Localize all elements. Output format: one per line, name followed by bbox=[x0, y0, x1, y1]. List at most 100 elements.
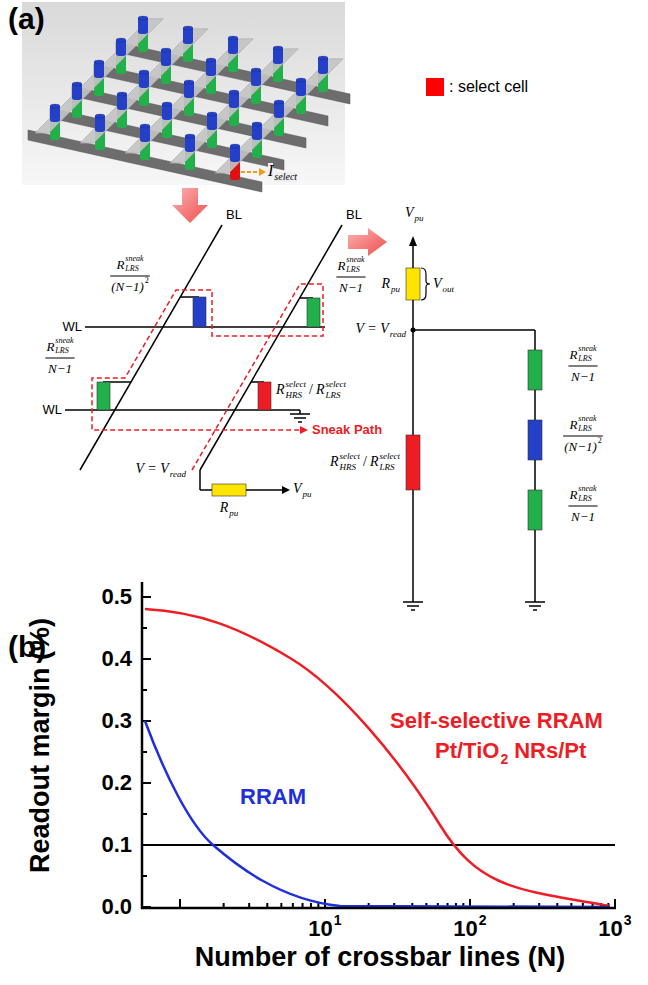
symbol: N−1 bbox=[339, 281, 363, 294]
green-cell bbox=[528, 350, 542, 390]
top-cell bbox=[274, 114, 284, 118]
symbol: R bbox=[316, 383, 325, 397]
arrow-head bbox=[282, 486, 290, 494]
illustration-background bbox=[22, 2, 345, 185]
bottom-cell bbox=[139, 102, 149, 106]
top-cell bbox=[273, 60, 283, 64]
tick-label: 0.4 bbox=[101, 648, 132, 670]
legend-swatch bbox=[426, 78, 444, 96]
top-cell bbox=[140, 138, 150, 142]
symbol: R bbox=[330, 455, 339, 469]
superscript: 1 bbox=[334, 913, 342, 927]
symbol: R bbox=[337, 259, 345, 272]
bottom-cell bbox=[95, 146, 105, 150]
subscript: LRS bbox=[55, 347, 68, 355]
subscript: pu bbox=[391, 285, 400, 294]
bottom-cell bbox=[94, 92, 104, 96]
symbol: R bbox=[276, 383, 285, 397]
line-name: BL bbox=[226, 208, 242, 221]
symbol: V bbox=[405, 206, 414, 220]
top-cell bbox=[139, 84, 149, 88]
ground-symbol bbox=[403, 601, 423, 603]
tick-label: 10 bbox=[308, 918, 332, 940]
top-cell bbox=[94, 60, 104, 64]
top-cell bbox=[274, 100, 284, 104]
symbol: V = V bbox=[356, 322, 389, 336]
symbol: R bbox=[370, 455, 379, 469]
top-cell bbox=[162, 116, 172, 120]
superscript: sneak bbox=[578, 415, 596, 423]
bottom-cell bbox=[296, 110, 306, 114]
ground-symbol bbox=[290, 413, 310, 415]
symbol: I bbox=[268, 163, 273, 179]
subscript: pu bbox=[415, 214, 424, 223]
top-cell bbox=[207, 112, 217, 116]
top-cell bbox=[162, 102, 172, 106]
top-cell bbox=[229, 104, 239, 108]
top-cell bbox=[117, 106, 127, 110]
superscript: select bbox=[286, 380, 307, 389]
symbol: N−1 bbox=[571, 510, 595, 523]
superscript: sneak bbox=[55, 337, 73, 345]
superscript: 3 bbox=[624, 913, 632, 927]
top-cell bbox=[184, 80, 194, 84]
bottom-cell bbox=[273, 78, 283, 82]
symbol: V bbox=[293, 482, 302, 496]
symbol: R bbox=[381, 277, 390, 291]
bottom-cell bbox=[185, 166, 195, 170]
symbol: R bbox=[569, 488, 577, 501]
ground-symbol bbox=[533, 609, 537, 611]
bit-line bbox=[80, 225, 222, 470]
x-axis bbox=[141, 907, 616, 910]
fraction-bar bbox=[563, 436, 603, 437]
top-cell bbox=[207, 126, 217, 130]
top-cell bbox=[185, 148, 195, 152]
tick-label: 0.3 bbox=[101, 710, 132, 732]
bottom-cell bbox=[116, 70, 126, 74]
subscript: LRS bbox=[578, 425, 591, 433]
superscript: 2 bbox=[479, 913, 487, 927]
bottom-cell bbox=[318, 88, 328, 92]
top-cell bbox=[296, 78, 306, 82]
top-cell bbox=[50, 104, 60, 108]
subscript: LRS bbox=[578, 355, 591, 363]
top-cell bbox=[116, 52, 126, 56]
tick-label: 0.5 bbox=[101, 586, 132, 608]
sneak-path-arrow bbox=[300, 426, 308, 434]
pull-up-resistor bbox=[406, 268, 420, 300]
top-cell bbox=[116, 38, 126, 42]
ground-symbol bbox=[294, 417, 306, 419]
subscript: LRS bbox=[379, 463, 394, 472]
line-name: WL bbox=[63, 320, 83, 333]
y-axis bbox=[141, 582, 144, 909]
bottom-cell bbox=[206, 90, 216, 94]
arrow-head bbox=[409, 236, 417, 246]
top-cell bbox=[140, 124, 150, 128]
top-cell bbox=[228, 36, 238, 40]
subscript: LRS bbox=[125, 265, 138, 273]
top-cell bbox=[139, 70, 149, 74]
superscript: select bbox=[340, 452, 361, 461]
tick bbox=[179, 899, 181, 908]
top-cell bbox=[138, 16, 148, 20]
top-cell bbox=[95, 128, 105, 132]
symbol: V = V bbox=[136, 462, 169, 476]
wire bbox=[412, 244, 414, 268]
curve-label: RRAM bbox=[240, 786, 306, 808]
subscript: LRS bbox=[346, 266, 359, 274]
fraction-bar bbox=[45, 358, 74, 359]
top-cell bbox=[206, 72, 216, 76]
curve-self-selective bbox=[145, 609, 610, 906]
bottom-cell bbox=[251, 100, 261, 104]
axis-title: Readout margin (%) bbox=[27, 617, 54, 872]
subscript: LRS bbox=[578, 495, 591, 503]
slash: / bbox=[363, 455, 367, 469]
top-cell bbox=[318, 56, 328, 60]
subscript: LRS bbox=[326, 391, 341, 400]
subscript: HRS bbox=[286, 391, 303, 400]
ground-symbol bbox=[529, 605, 541, 607]
bottom-cell bbox=[162, 134, 172, 138]
green-cell bbox=[307, 298, 320, 327]
tick-label: 0.2 bbox=[101, 772, 132, 794]
flow-arrow bbox=[172, 188, 208, 223]
